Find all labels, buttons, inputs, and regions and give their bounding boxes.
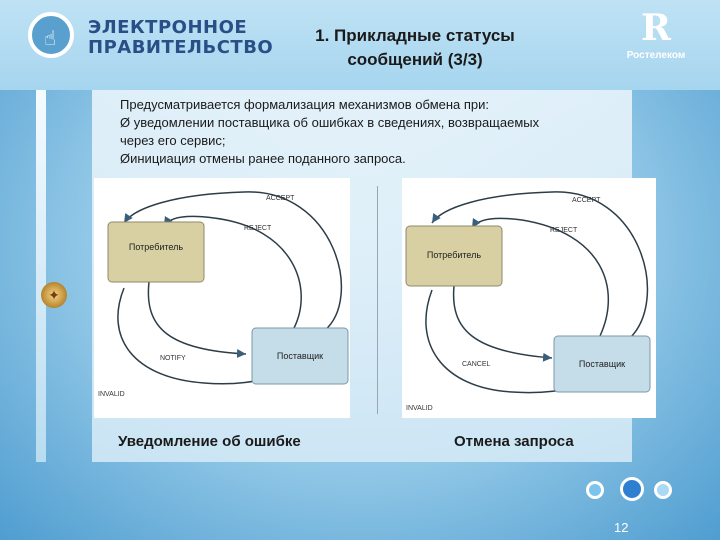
reject-label: REJECT bbox=[550, 227, 578, 234]
invalid-label: INVALID bbox=[98, 391, 125, 398]
body-line4: Øинициация отмены ранее поданного запрос… bbox=[120, 151, 406, 166]
diagram-cancel: Потребитель Поставщик ACCEPT REJECT CANC… bbox=[402, 178, 656, 418]
e-government-logo: ☝ ЭЛЕКТРОННОЕ ПРАВИТЕЛЬСТВО bbox=[28, 12, 273, 62]
caption-notify: Уведомление об ошибке bbox=[118, 433, 301, 450]
action-label: NOTIFY bbox=[160, 355, 186, 362]
caption-cancel: Отмена запроса bbox=[454, 433, 574, 450]
logo-left-line2: ПРАВИТЕЛЬСТВО bbox=[88, 37, 274, 58]
diagram-separator bbox=[377, 186, 378, 414]
provider-box bbox=[553, 335, 651, 393]
reject-arrow bbox=[471, 217, 609, 337]
body-line1: Предусматривается формализация механизмо… bbox=[120, 97, 490, 112]
hand-cursor-icon: ☝ bbox=[28, 12, 74, 58]
nav-dot-3[interactable] bbox=[654, 481, 672, 499]
consumer-box bbox=[405, 225, 503, 287]
consumer-label: Потребитель bbox=[129, 242, 183, 252]
page-number: 12 bbox=[614, 520, 629, 535]
diagram-notify-svg: Потребитель Поставщик ACCEPT REJECT NOTI… bbox=[98, 191, 349, 398]
left-decorative-strip bbox=[36, 90, 46, 462]
title-line2: сообщений (3/3) bbox=[347, 50, 483, 69]
coat-of-arms-icon: ✦ bbox=[41, 282, 67, 308]
rostelecom-logo: R Ростелеком bbox=[606, 6, 706, 70]
nav-dot-1[interactable] bbox=[586, 481, 604, 499]
cancel-arrow bbox=[452, 285, 553, 362]
body-text: Предусматривается формализация механизмо… bbox=[120, 96, 650, 168]
accept-arrow bbox=[123, 191, 343, 332]
reject-label: REJECT bbox=[244, 225, 272, 232]
accept-label: ACCEPT bbox=[266, 195, 295, 202]
logo-left-line1: ЭЛЕКТРОННОЕ bbox=[88, 17, 248, 38]
rostelecom-name: Ростелеком bbox=[626, 50, 686, 61]
reject-arrow bbox=[163, 215, 302, 329]
provider-label: Поставщик bbox=[277, 351, 323, 361]
slide-nav-dots bbox=[586, 475, 696, 505]
accept-label: ACCEPT bbox=[572, 197, 601, 204]
title-line1: 1. Прикладные статусы bbox=[315, 26, 515, 45]
accept-arrow bbox=[431, 191, 649, 339]
diagram-cancel-svg: Потребитель Поставщик ACCEPT REJECT CANC… bbox=[405, 191, 651, 412]
diagram-notify: Потребитель Поставщик ACCEPT REJECT NOTI… bbox=[94, 178, 350, 418]
body-line3: через его сервис; bbox=[120, 133, 226, 148]
nav-dot-2[interactable] bbox=[620, 477, 644, 501]
consumer-label: Потребитель bbox=[427, 250, 481, 260]
rostelecom-mark-icon: R bbox=[641, 7, 671, 49]
consumer-box bbox=[107, 221, 205, 283]
provider-label: Поставщик bbox=[579, 359, 625, 369]
header-band bbox=[0, 0, 720, 90]
provider-box bbox=[251, 327, 349, 385]
notify-arrow bbox=[147, 281, 247, 359]
body-line2: Ø уведомлении поставщика об ошибках в св… bbox=[120, 115, 540, 130]
slide-title: 1. Прикладные статусы сообщений (3/3) bbox=[250, 24, 580, 72]
invalid-label: INVALID bbox=[406, 405, 433, 412]
action-label: CANCEL bbox=[462, 361, 491, 368]
